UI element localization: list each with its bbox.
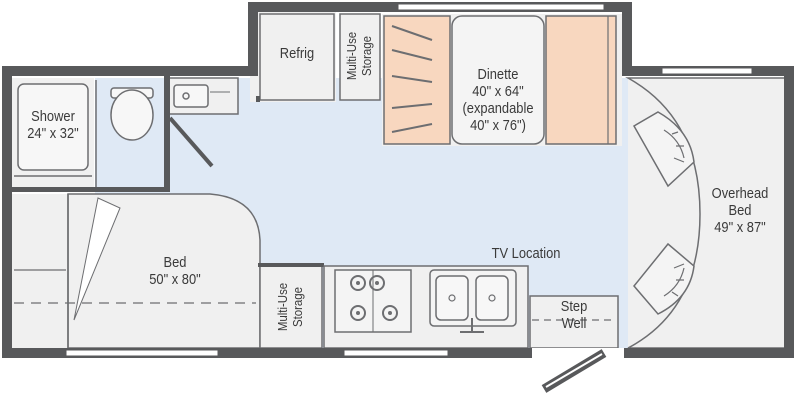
storage-top-line1: Multi-Use — [344, 31, 359, 81]
tv-location-label: TV Location — [481, 245, 570, 262]
overhead-bed-label: Overhead Bed 49" x 87" — [706, 185, 775, 236]
overhead-bed-size: 49" x 87" — [714, 219, 766, 236]
storage-bottom-label: Multi-Use Storage — [275, 274, 307, 341]
shower-label: Shower 24" x 32" — [19, 108, 86, 142]
dinette-label: Dinette 40" x 64" (expandable 40" x 76") — [455, 66, 541, 134]
storage-bottom — [258, 263, 324, 349]
storage-top-line2: Storage — [359, 35, 374, 77]
bed-name: Bed — [163, 254, 187, 271]
shower-size: 24" x 32" — [27, 125, 79, 142]
bed-label: Bed 50" x 80" — [141, 254, 210, 288]
storage-bottom-line1: Multi-Use — [275, 282, 290, 332]
galley-sink — [429, 269, 517, 333]
overhead-bed — [625, 77, 791, 349]
bathroom-sink — [167, 77, 239, 115]
bed-size: 50" x 80" — [149, 271, 201, 288]
rear-bed — [12, 193, 261, 349]
step-well-label: Step Well — [548, 298, 600, 332]
step-well-line2: Well — [561, 315, 587, 332]
overhead-bed-name2: Bed — [728, 202, 752, 219]
step-well — [529, 295, 619, 349]
entry-door — [532, 348, 624, 393]
shower-name: Shower — [31, 108, 75, 125]
shower — [12, 78, 94, 190]
dinette-size: 40" x 64" — [472, 83, 524, 100]
overhead-bed-name: Overhead — [711, 185, 769, 202]
dinette-name: Dinette — [477, 66, 519, 83]
storage-top-label: Multi-Use Storage — [344, 23, 376, 90]
refrigerator-name: Refrig — [279, 45, 315, 62]
dinette-note-line1: (expandable — [462, 100, 534, 117]
storage-top — [339, 13, 381, 101]
toilet — [95, 80, 166, 188]
dinette — [382, 14, 622, 146]
step-well-line1: Step — [560, 298, 588, 315]
windows — [65, 3, 753, 357]
refrigerator-label: Refrig — [267, 45, 327, 62]
storage-bottom-line2: Storage — [290, 286, 305, 328]
bathroom-wall — [12, 74, 214, 192]
dinette-note-line2: 40" x 76") — [470, 117, 526, 134]
refrigerator — [250, 6, 336, 102]
tv-location-text: TV Location — [491, 245, 561, 262]
cab-seats — [632, 111, 695, 315]
stove — [334, 269, 412, 333]
